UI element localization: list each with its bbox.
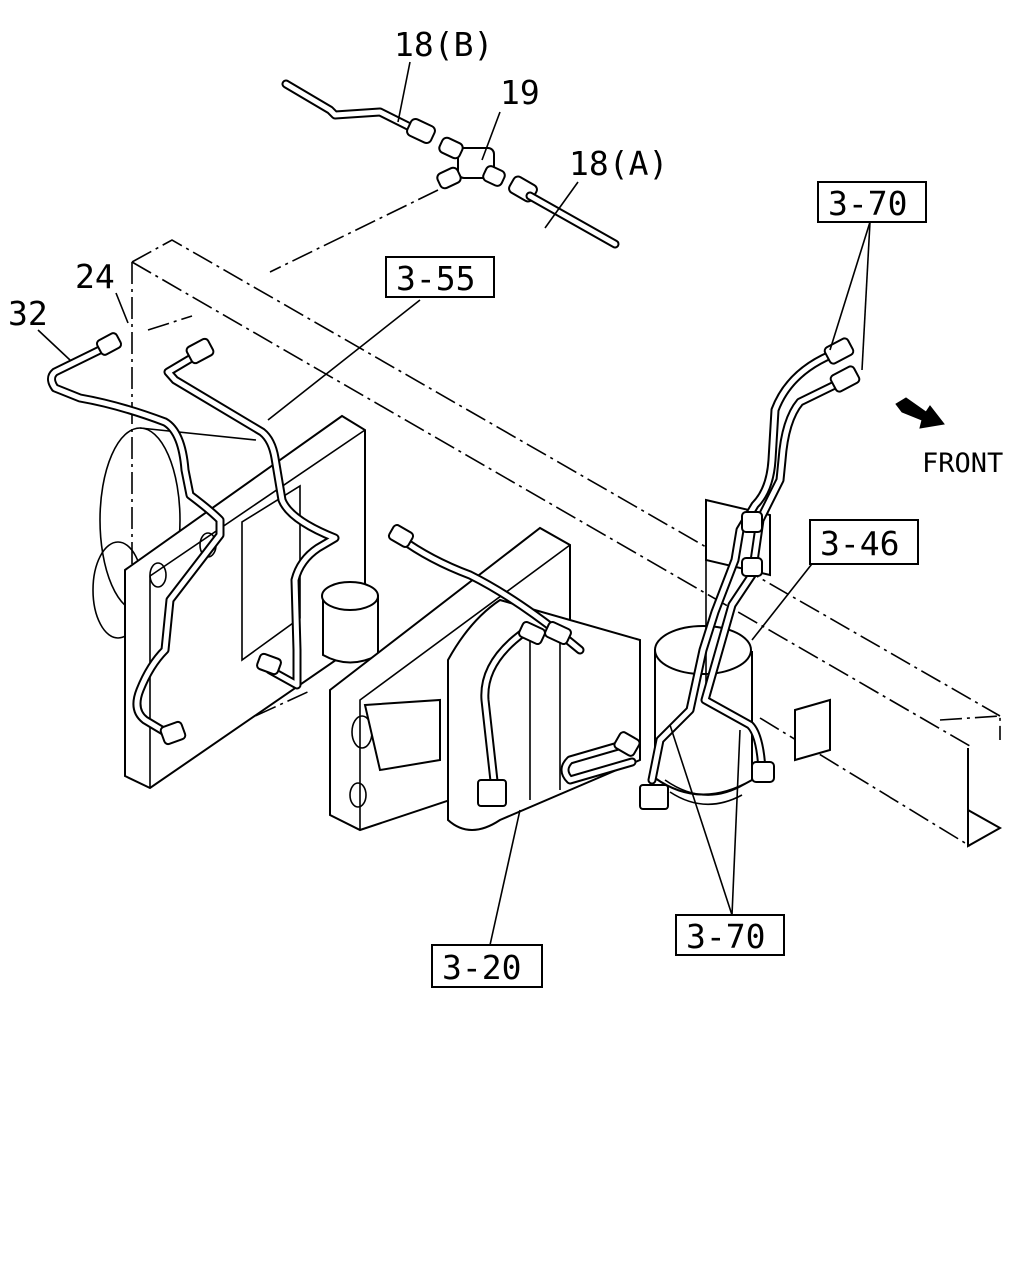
label-18a: 18(A)	[569, 144, 668, 183]
pipe-18a	[508, 175, 620, 249]
label-24: 24	[75, 257, 115, 296]
ref-box-3-46[interactable]: 3-46	[809, 519, 919, 565]
leader-lines	[37, 61, 871, 946]
pipe-fittings	[95, 332, 861, 810]
ref-box-3-20[interactable]: 3-20	[431, 944, 543, 988]
ref-box-3-70-top[interactable]: 3-70	[817, 181, 927, 223]
label-32: 32	[8, 294, 48, 333]
part-labels: 18(B) 19 18(A) 24 32	[8, 25, 668, 333]
ref-box-3-70-bottom[interactable]: 3-70	[675, 914, 785, 956]
ref-label-3-46: 3-46	[820, 524, 899, 563]
ref-box-3-55[interactable]: 3-55	[385, 256, 495, 298]
pipe-18b	[281, 79, 436, 145]
ref-label-3-20: 3-20	[442, 948, 521, 987]
detail-link-line-2	[147, 315, 193, 331]
ref-label-3-55: 3-55	[396, 259, 475, 298]
ref-label-3-70-bottom: 3-70	[686, 917, 765, 956]
label-18b: 18(B)	[394, 25, 493, 64]
tee-joint-19	[436, 136, 506, 190]
ref-label-3-70-top: 3-70	[828, 184, 907, 223]
front-label: FRONT	[922, 448, 1003, 479]
front-direction: FRONT	[895, 397, 1003, 479]
label-19: 19	[500, 73, 540, 112]
arrow-icon	[895, 397, 945, 429]
detail-link-line	[269, 189, 439, 273]
reservoir-tank	[321, 581, 379, 664]
